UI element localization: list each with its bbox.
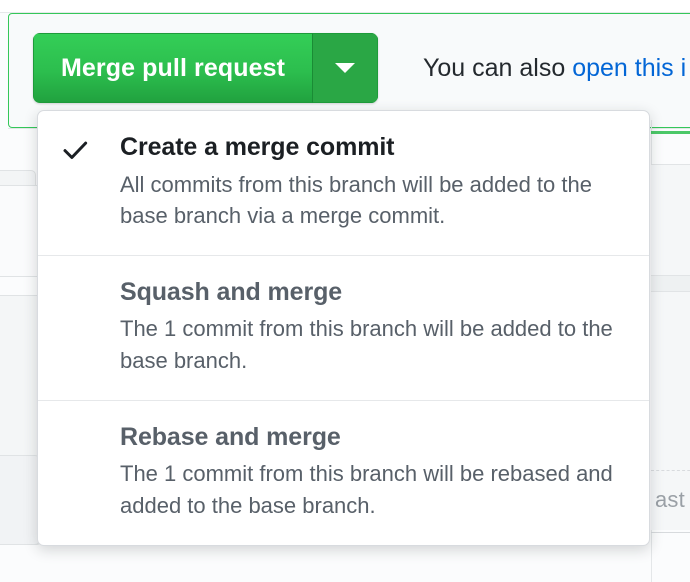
background-right-panel-4 — [651, 470, 690, 530]
menu-item-body: Create a merge commit All commits from t… — [62, 133, 625, 231]
background-bottom-rule — [651, 532, 690, 533]
background-right-panel-2 — [651, 275, 690, 291]
background-clipped-text: ast — [655, 487, 685, 512]
background-right-panel-3 — [651, 291, 690, 471]
merge-pull-request-button[interactable]: Merge pull request — [33, 33, 313, 103]
merge-method-dropdown[interactable]: Create a merge commit All commits from t… — [37, 110, 650, 546]
menu-item-create-merge-commit[interactable]: Create a merge commit All commits from t… — [38, 111, 649, 255]
menu-item-body: Rebase and merge The 1 commit from this … — [62, 423, 625, 521]
menu-item-rebase-and-merge[interactable]: Rebase and merge The 1 commit from this … — [38, 399, 649, 545]
merge-pull-request-split-button[interactable]: Merge pull request — [33, 33, 379, 103]
open-in-desktop-note: You can also open this i — [423, 54, 686, 83]
menu-item-description: The 1 commit from this branch will be re… — [120, 461, 613, 518]
merge-dropdown-toggle[interactable] — [312, 33, 379, 103]
menu-item-title: Create a merge commit — [120, 133, 395, 161]
background-panel-2 — [0, 185, 42, 277]
background-green-rule — [651, 131, 690, 134]
check-icon — [60, 135, 90, 165]
chevron-down-icon — [335, 63, 356, 73]
menu-item-title: Squash and merge — [120, 277, 343, 306]
open-this-link[interactable]: open this i — [572, 54, 687, 82]
menu-item-description: All commits from this branch will be add… — [120, 171, 592, 228]
also-note-prefix: You can also — [423, 54, 573, 82]
page-top-strip — [0, 0, 690, 13]
menu-item-squash-and-merge[interactable]: Squash and merge The 1 commit from this … — [38, 254, 649, 400]
background-panel-4 — [0, 455, 40, 545]
menu-item-title: Rebase and merge — [120, 422, 341, 451]
menu-item-body: Squash and merge The 1 commit from this … — [62, 278, 625, 376]
menu-item-description: The 1 commit from this branch will be ad… — [120, 316, 613, 373]
background-right-panel-1 — [651, 164, 690, 284]
